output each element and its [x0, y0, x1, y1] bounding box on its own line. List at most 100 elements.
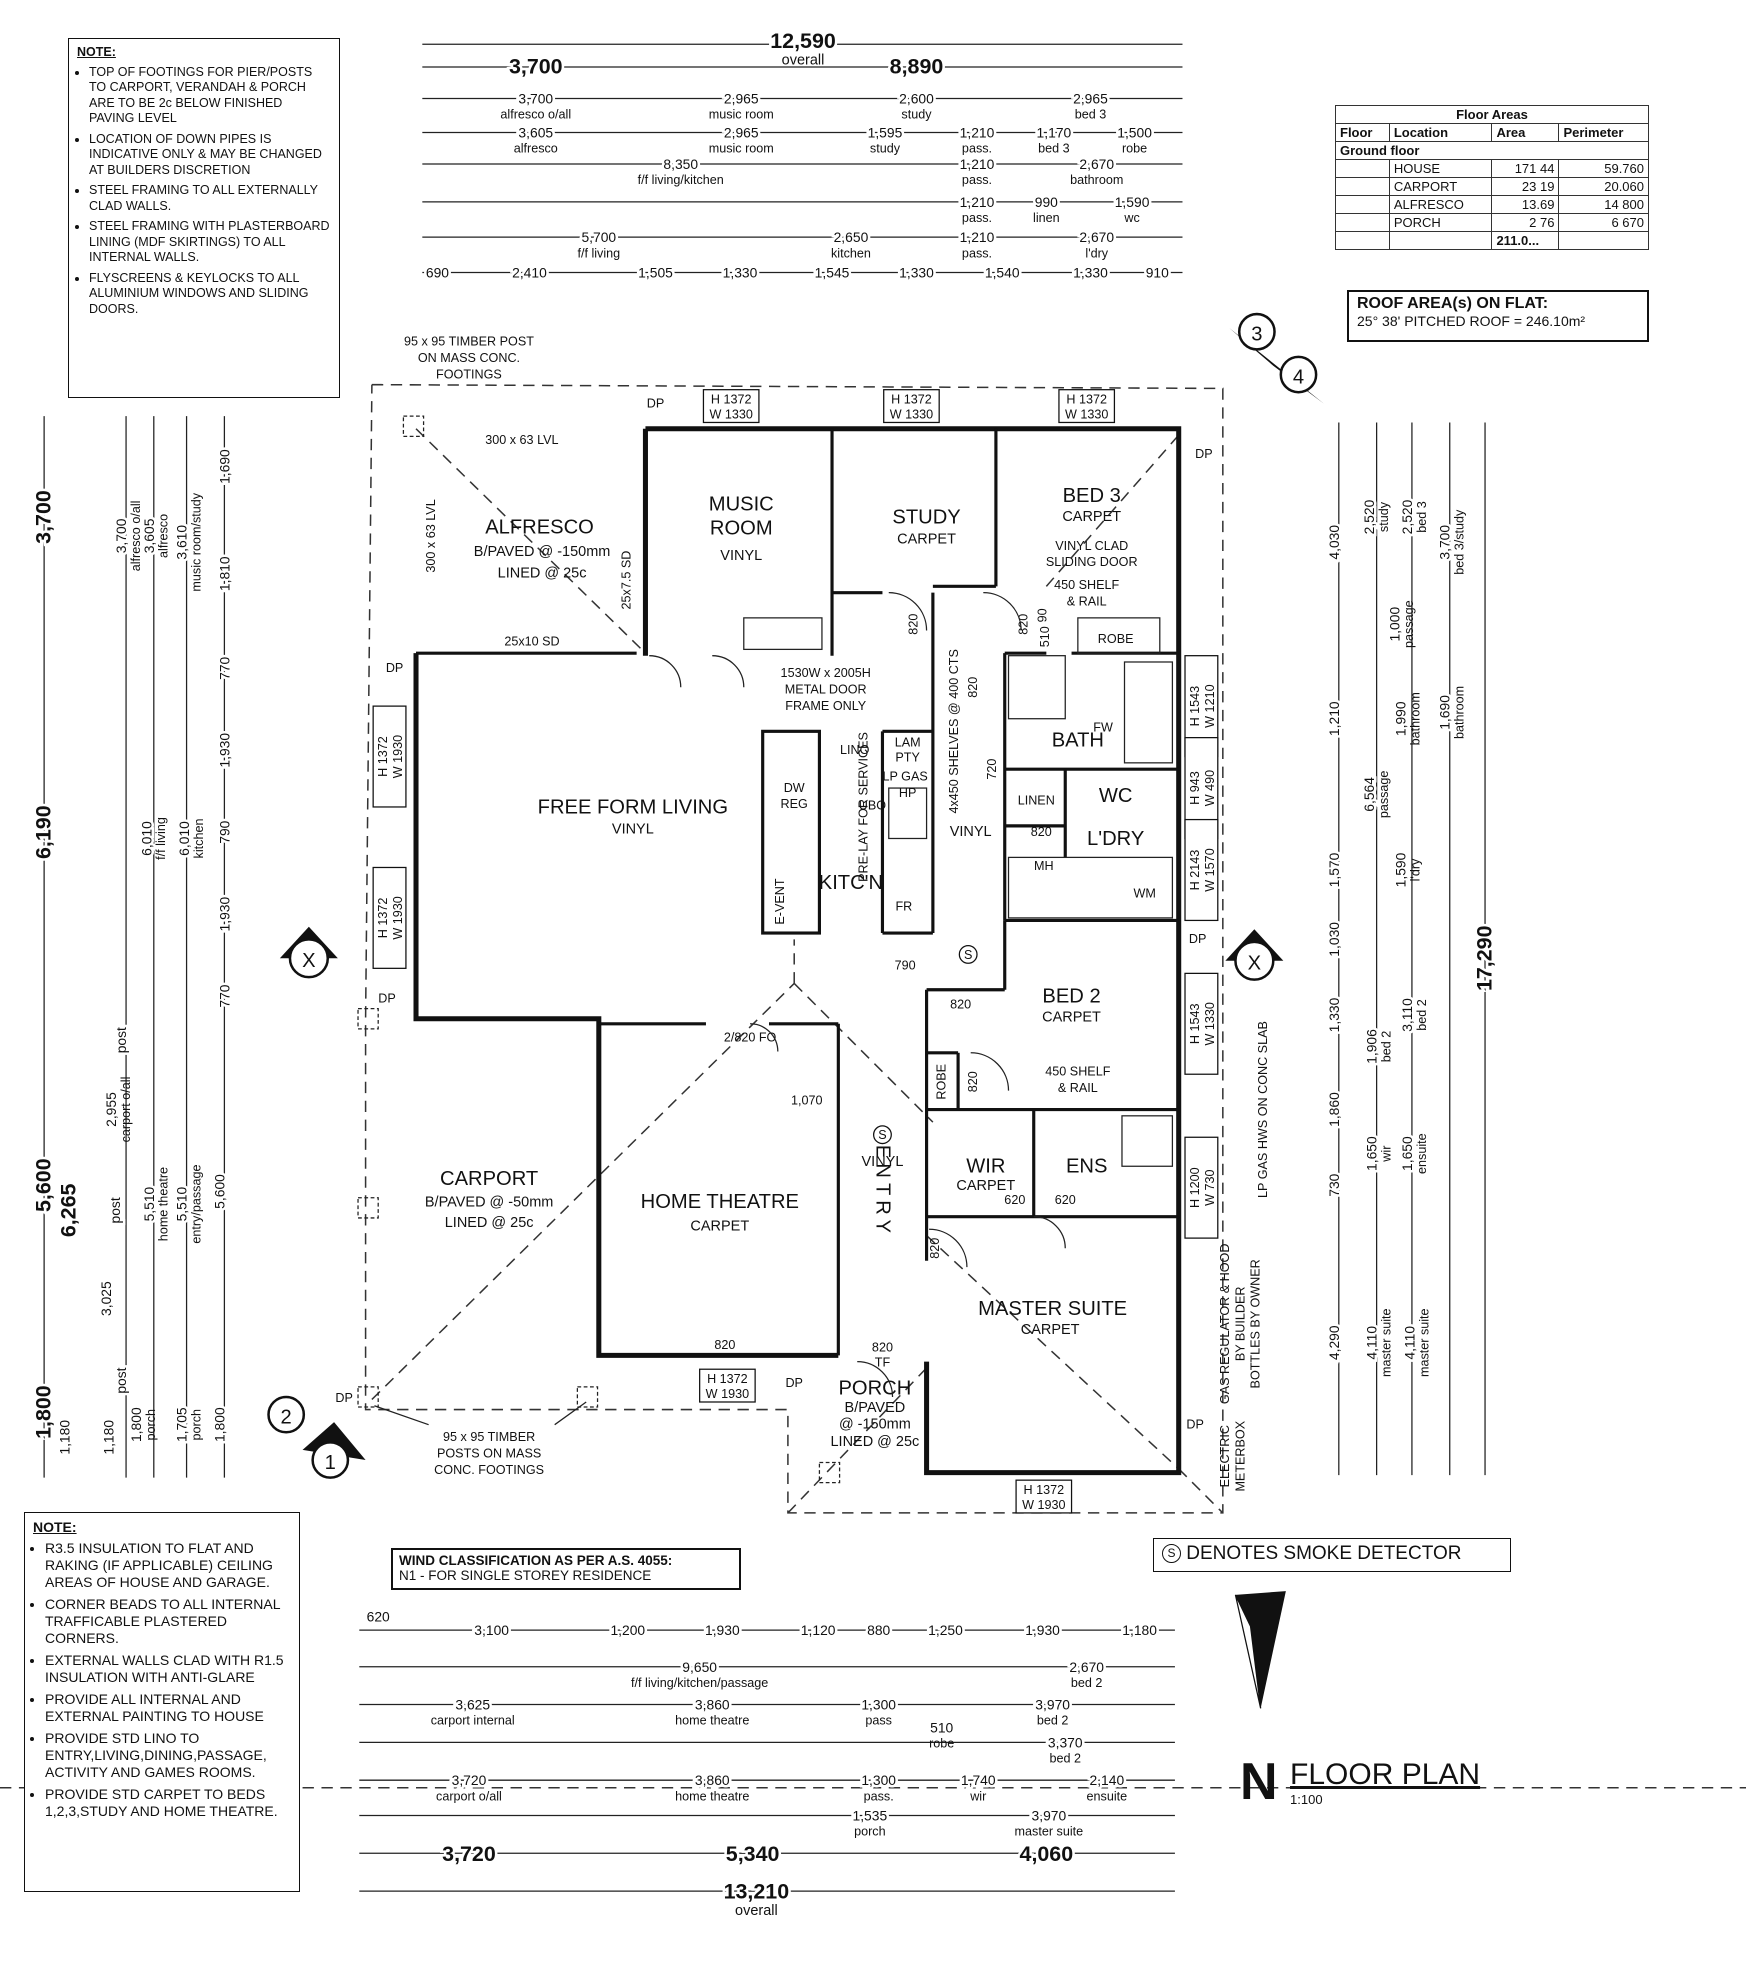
- dimension-label: music room: [709, 142, 774, 156]
- door-width: 820: [714, 1338, 735, 1352]
- dimension-value: 1,705: [174, 1407, 190, 1442]
- door-swing: [929, 1228, 968, 1268]
- note-item: PROVIDE STD LINO TO ENTRY,LIVING,DINING,…: [45, 1730, 291, 1781]
- dimension-value: 620: [367, 1608, 390, 1624]
- door-width: 820: [966, 677, 980, 698]
- room-living: FREE FORM LIVING: [538, 796, 728, 818]
- dimension-value: 2,670: [1079, 229, 1114, 245]
- door-swing: [750, 1023, 779, 1052]
- dimension-value: 1,210: [960, 125, 995, 141]
- dimension-value: 1,590: [1115, 194, 1150, 210]
- dimension-value: 1,210: [960, 229, 995, 245]
- window-tag: [699, 1368, 756, 1403]
- window-width: W 1570: [1203, 848, 1217, 891]
- dimension-value: 8,890: [890, 54, 944, 78]
- dimension-label: wir: [969, 1789, 986, 1803]
- room-kitchen: KITC'N: [819, 872, 883, 894]
- door-frame-note-2: METAL DOOR: [785, 683, 867, 697]
- lino-label: LINO: [840, 743, 870, 757]
- theatre-finish: CARPET: [690, 1219, 749, 1235]
- dimension-label: wir: [1379, 1146, 1393, 1163]
- prelay-note: PRE-LAY FOR SERVICES: [856, 732, 870, 882]
- wir-finish: CARPET: [956, 1178, 1015, 1194]
- dimension-value: 6,190: [31, 805, 55, 859]
- downpipe-label: DP: [1195, 447, 1213, 461]
- door-width: 820: [950, 998, 971, 1012]
- title-block: N FLOOR PLAN 1:100: [1240, 1752, 1480, 1812]
- dimension-value: 3,100: [474, 1622, 509, 1638]
- alfresco-lining: LINED @ 25c: [498, 566, 587, 582]
- section-3: 3: [1251, 324, 1262, 346]
- dimension-value: 910: [1146, 264, 1169, 280]
- window-tag: [1184, 972, 1219, 1075]
- smoke-detector-icon: [958, 945, 978, 964]
- room-master-suite: MASTER SUITE: [978, 1298, 1127, 1320]
- dimension-value: 1,930: [216, 733, 232, 768]
- dimension-value: 3,720: [452, 1772, 487, 1788]
- roof-area-value: 25° 38' PITCHED ROOF = 246.10m²: [1357, 313, 1586, 329]
- drawing-title: FLOOR PLAN: [1290, 1758, 1481, 1791]
- dimension-label: entry/passage: [189, 1165, 203, 1244]
- downpipe-label: DP: [335, 1391, 352, 1405]
- dimension-value: 3,110: [1399, 998, 1415, 1032]
- dimension-value: 1,210: [1326, 701, 1342, 736]
- hws-note: LP GAS HWS ON CONC SLAB: [1256, 1021, 1270, 1198]
- shelf-note-bed3: 450 SHELF: [1054, 578, 1119, 592]
- section-x-right: X: [1248, 953, 1262, 975]
- door-swing: [970, 1052, 1010, 1091]
- col-header: Perimeter: [1558, 123, 1649, 142]
- window-tag: [883, 389, 940, 424]
- dimension-value: 3,720: [442, 1842, 496, 1866]
- door-swing: [649, 655, 682, 688]
- dimension-value: 1,540: [985, 264, 1020, 280]
- note-item: STEEL FRAMING WITH PLASTERBOARD LINING (…: [89, 219, 331, 266]
- dimension-value: 3,700: [1437, 525, 1453, 560]
- window-height: H 1372: [711, 393, 752, 407]
- sd-label-1: 25x10 SD: [504, 635, 559, 649]
- floor-areas-title: Floor Areas: [1335, 105, 1649, 124]
- dimension-value: 4,110: [1364, 1326, 1380, 1360]
- dimension-label: master suite: [1379, 1308, 1393, 1377]
- dimension-label: bed 3/study: [1453, 509, 1467, 575]
- pantry-label: PTY: [895, 751, 920, 765]
- vinyl-clad-note-2: SLIDING DOOR: [1046, 555, 1138, 569]
- dimension-label: master suite: [1015, 1825, 1084, 1839]
- dimension-label: pass.: [864, 1789, 894, 1803]
- dimension-value: 1,180: [1122, 1622, 1157, 1638]
- dimension-value: 1,200: [610, 1622, 645, 1638]
- dimension-value: 990: [1035, 194, 1058, 210]
- dimension-value: 2,520: [1361, 499, 1377, 534]
- dimension-value: 1,120: [801, 1622, 836, 1638]
- dimension-value: 1,930: [1025, 1622, 1060, 1638]
- section-4: 4: [1293, 366, 1304, 388]
- dimension-value: 1,810: [216, 556, 232, 591]
- window-width: W 1930: [1022, 1498, 1065, 1512]
- smoke-detector-icon: S: [1162, 1544, 1181, 1564]
- timber-posts: [357, 415, 841, 1484]
- dimension-label: home theatre: [675, 1714, 749, 1728]
- dimension-value: 1,505: [638, 264, 673, 280]
- dimension-label: f/f living: [154, 817, 168, 860]
- dimension-value: 1,860: [1326, 1092, 1342, 1127]
- reg-label: REG: [781, 797, 808, 811]
- door-width: 820: [928, 1238, 942, 1259]
- window-tag: [1058, 389, 1116, 424]
- wind-classification-box: WIND CLASSIFICATION AS PER A.S. 4055: N1…: [391, 1548, 741, 1590]
- dimension-label: pass: [865, 1714, 892, 1728]
- dimension-value: 6,564: [1361, 777, 1377, 812]
- dimension-value: 730: [1326, 1173, 1342, 1196]
- note-item: PROVIDE STD CARPET TO BEDS 1,2,3,STUDY A…: [45, 1786, 291, 1820]
- door-width: 720: [985, 759, 999, 780]
- door-width: 90: [1035, 608, 1049, 622]
- dimension-value: 1,170: [1037, 125, 1072, 141]
- dimension-value: 1,210: [960, 156, 995, 172]
- window-tag: [1184, 1136, 1219, 1239]
- vinyl-clad-note: VINYL CLAD: [1055, 539, 1128, 553]
- dimension-value: 17,290: [1472, 925, 1496, 991]
- window-width: W 490: [1203, 770, 1217, 806]
- window-width: W 1330: [890, 408, 933, 422]
- dimension-label: master suite: [1417, 1308, 1431, 1377]
- dimension-label: kitchen: [192, 819, 206, 859]
- dimension-value: 13,210: [724, 1880, 790, 1904]
